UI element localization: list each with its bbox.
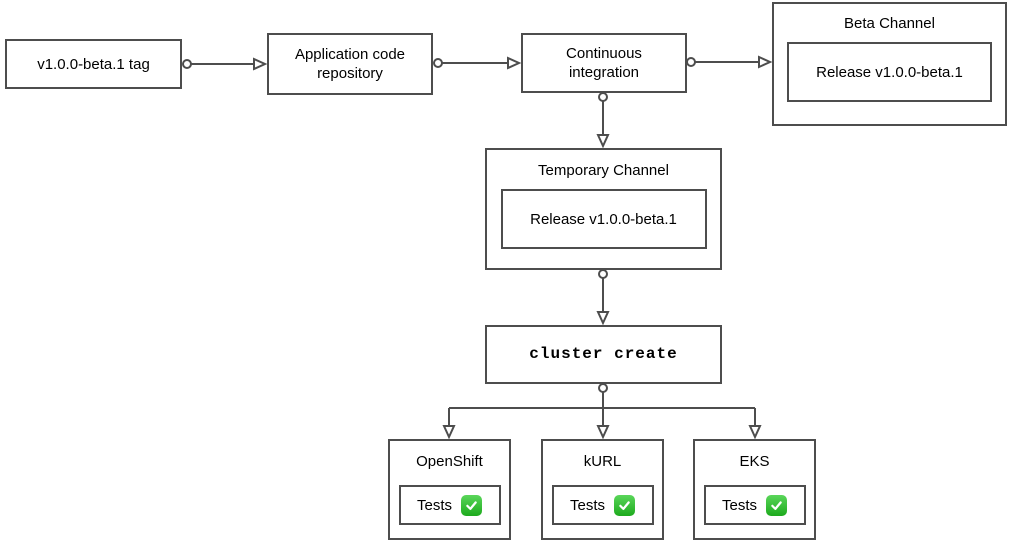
tests-status-box: Tests <box>551 485 654 525</box>
connector-ci-to-beta-channel <box>686 55 773 69</box>
temporary-release-label: Release v1.0.0-beta.1 <box>530 210 677 228</box>
node-temporary-channel: Temporary Channel Release v1.0.0-beta.1 <box>485 148 722 270</box>
node-temporary-release: Release v1.0.0-beta.1 <box>500 189 707 249</box>
node-cluster-openshift: OpenShift Tests <box>388 439 511 540</box>
node-cluster-create-command: cluster create <box>485 325 722 384</box>
green-check-icon <box>614 494 635 516</box>
tests-label: Tests <box>416 496 452 514</box>
connector-tag-to-repo <box>182 57 268 71</box>
connector-repo-to-ci <box>433 56 522 70</box>
cluster-title: kURL <box>583 453 622 470</box>
version-tag-label: v1.0.0-beta.1 tag <box>37 55 150 73</box>
cluster-title: EKS <box>739 453 770 470</box>
cluster-title: OpenShift <box>416 453 483 470</box>
tests-status-box: Tests <box>703 485 806 525</box>
connector-cluster-create-to-clusters <box>442 383 762 440</box>
cluster-create-label: cluster create <box>529 345 678 363</box>
green-check-icon <box>766 494 787 516</box>
node-beta-channel: Beta Channel Release v1.0.0-beta.1 <box>772 2 1007 126</box>
continuous-integration-label: Continuous integration <box>566 45 642 81</box>
temporary-channel-title: Temporary Channel <box>538 162 669 179</box>
beta-release-label: Release v1.0.0-beta.1 <box>816 63 963 81</box>
node-continuous-integration: Continuous integration <box>521 33 687 93</box>
node-cluster-eks: EKS Tests <box>693 439 816 540</box>
connector-ci-to-temporary-channel <box>596 92 610 149</box>
tests-label: Tests <box>721 496 757 514</box>
node-beta-release: Release v1.0.0-beta.1 <box>787 42 992 102</box>
connector-temporary-channel-to-cluster-create <box>596 269 610 326</box>
repository-label: Application code repository <box>294 46 406 82</box>
tests-label: Tests <box>569 496 605 514</box>
tests-status-box: Tests <box>398 485 501 525</box>
green-check-icon <box>461 494 482 516</box>
beta-channel-title: Beta Channel <box>844 15 935 32</box>
node-version-tag: v1.0.0-beta.1 tag <box>5 39 182 89</box>
node-application-code-repository: Application code repository <box>267 33 433 95</box>
node-cluster-kurl: kURL Tests <box>541 439 664 540</box>
